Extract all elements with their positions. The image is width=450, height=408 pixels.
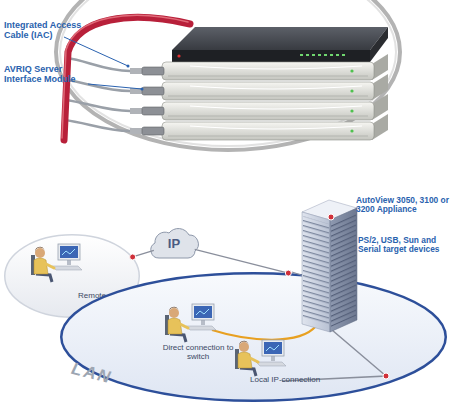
server-front [162, 122, 374, 140]
callout-label: AutoView 3050, 3100 or 3200 Appliance [356, 196, 450, 215]
zoom-lens-inner [60, 0, 396, 146]
server-led [350, 129, 353, 132]
tower-front [302, 212, 330, 332]
ip-wire [282, 330, 386, 381]
server-led [350, 109, 353, 112]
switch-led [312, 54, 315, 56]
ip-cloud: IP [148, 226, 200, 262]
server-groove [168, 116, 368, 117]
direct-cable [212, 326, 316, 340]
local-monitor [256, 340, 286, 366]
module-cable [65, 100, 130, 111]
server-front [162, 82, 374, 100]
switch-front [172, 50, 370, 62]
remote-monitor [52, 244, 82, 270]
server-groove [168, 136, 368, 137]
server-front [162, 102, 374, 120]
module-body [142, 67, 164, 75]
module-body [142, 87, 164, 95]
server-bezel [190, 106, 362, 109]
module-plug [130, 108, 142, 114]
interface-module [130, 107, 164, 115]
switch-led [330, 54, 333, 56]
server-unit [162, 94, 388, 120]
switch-led [300, 54, 303, 56]
tower-side [330, 208, 357, 332]
module-body [142, 107, 164, 115]
server-bezel [190, 86, 362, 89]
callout-label: Local IP-connection [250, 376, 350, 385]
server-groove [168, 76, 368, 77]
callout-label: Direct connection to switch [156, 344, 240, 362]
remote-person [31, 247, 54, 282]
zoom-lens [56, 0, 400, 150]
local-person [235, 341, 258, 376]
server-bezel [190, 126, 362, 129]
leader-line [88, 84, 142, 89]
ellipse-shape [61, 273, 446, 401]
switch-led [324, 54, 327, 56]
switch-led [318, 54, 321, 56]
connector-line [133, 250, 154, 257]
cable-highlight [62, 15, 188, 138]
server-side [372, 114, 388, 140]
module-plug [130, 68, 142, 74]
server-unit [162, 54, 388, 80]
switch-led [306, 54, 309, 56]
module-cable [67, 58, 130, 71]
callout-label: AVRIQ Server Interface Module [4, 64, 99, 84]
tower-dot [328, 214, 334, 220]
connection-dot [383, 373, 389, 379]
server-led [350, 89, 353, 92]
module-cable [66, 80, 130, 91]
lan-wire [292, 272, 304, 276]
server-unit [162, 74, 388, 100]
server-unit [162, 114, 388, 140]
server-bezel [190, 66, 362, 69]
tower-slots [331, 213, 356, 327]
tower-top [302, 200, 357, 220]
leader-dot [141, 88, 144, 91]
connector-line [195, 249, 289, 273]
module-plug [130, 128, 142, 134]
switch-led [336, 54, 339, 56]
leader-dot [127, 65, 130, 68]
tower-slots [303, 216, 329, 326]
connection-dot [130, 254, 136, 260]
connection-dot [285, 270, 291, 276]
switch-top [172, 27, 388, 50]
switch-led [342, 54, 345, 56]
switch-led-row [300, 54, 345, 56]
node-text: IP [148, 237, 200, 251]
integrated-access-cable [64, 17, 190, 140]
module-cable [64, 120, 130, 131]
switch-led [177, 54, 180, 57]
interface-module [130, 67, 164, 75]
interface-module [130, 127, 164, 135]
callout-label: Integrated Access Cable (IAC) [4, 20, 99, 40]
server-led [350, 69, 353, 72]
server-front [162, 62, 374, 80]
callout-label: PS/2, USB, Sun and Serial target devices [358, 236, 448, 255]
direct-person [165, 307, 188, 342]
module-cables [64, 58, 130, 131]
module-body [142, 127, 164, 135]
leader-line [64, 37, 128, 66]
server-groove [168, 96, 368, 97]
direct-monitor [186, 304, 216, 330]
